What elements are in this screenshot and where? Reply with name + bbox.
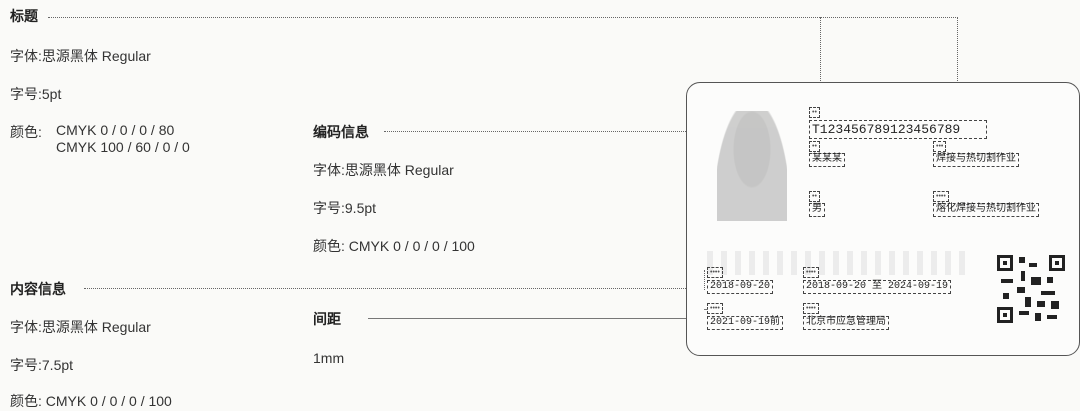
content-leader-drop <box>704 270 705 290</box>
job-type-value: 焊接与热切割作业 <box>933 153 1019 167</box>
valid-period: 2018-09-20 至 2024-09-19 <box>803 280 952 294</box>
review-date: 2021-09-19前 <box>707 316 784 330</box>
code-color: 颜色: CMYK 0 / 0 / 0 / 100 <box>313 238 475 254</box>
valid-sep: 至 <box>872 281 883 292</box>
title-leader-line <box>48 17 958 18</box>
title-leader-drop-2 <box>820 17 821 111</box>
code-font: 字体:思源黑体 Regular <box>313 162 454 178</box>
title-leader-drop <box>957 17 958 129</box>
name-value: 某某某 <box>809 153 845 167</box>
card-watermark <box>707 251 967 275</box>
title-heading: 标题 <box>10 8 38 24</box>
name-label-tag: •• <box>809 141 820 152</box>
first-issue-date: 2018-09-20 <box>707 280 774 294</box>
content-color: 颜色: CMYK 0 / 0 / 0 / 100 <box>10 393 172 409</box>
title-color-label: 颜色: <box>10 124 42 140</box>
code-number: T123456789123456789 <box>809 120 987 139</box>
job-type-label-tag: ••• <box>933 141 947 152</box>
job-item-value: 熔化焊接与热切割作业 <box>933 203 1039 217</box>
title-font: 字体:思源黑体 Regular <box>10 48 151 64</box>
authority-label-tag: •••• <box>803 303 819 314</box>
authority-value: 北京市应急管理局 <box>803 316 889 330</box>
gender-value: 男 <box>809 203 825 217</box>
gender-label-tag: •• <box>809 191 820 202</box>
first-issue-label-tag: •••• <box>707 267 723 278</box>
job-item-label-tag: •••• <box>933 191 949 202</box>
valid-from: 2018-09-20 <box>806 281 867 292</box>
title-color-1: CMYK 0 / 0 / 0 / 80 <box>56 122 175 138</box>
code-label-tag: •• <box>809 107 820 118</box>
review-label-tag: •••• <box>707 303 723 314</box>
spacing-value: 1mm <box>313 350 345 366</box>
content-leader-line <box>84 288 704 289</box>
content-font: 字体:思源黑体 Regular <box>10 319 151 335</box>
title-color-2: CMYK 100 / 60 / 0 / 0 <box>56 139 190 155</box>
valid-to: 2024-09-19 <box>888 281 949 292</box>
qr-code <box>997 255 1065 323</box>
content-size: 字号:7.5pt <box>10 357 74 373</box>
portrait-photo <box>717 111 787 221</box>
valid-label-tag: •••• <box>803 267 819 278</box>
code-leader-line <box>384 131 804 132</box>
title-size: 字号:5pt <box>10 86 62 102</box>
code-heading: 编码信息 <box>313 124 369 140</box>
spacing-heading: 间距 <box>313 311 341 327</box>
code-size: 字号:9.5pt <box>313 200 377 216</box>
spacing-connector <box>704 309 708 310</box>
id-card: •• T123456789123456789 •• 某某某 ••• 焊接与热切割… <box>686 82 1080 356</box>
content-heading: 内容信息 <box>10 281 66 297</box>
spacing-leader-line <box>368 318 708 319</box>
